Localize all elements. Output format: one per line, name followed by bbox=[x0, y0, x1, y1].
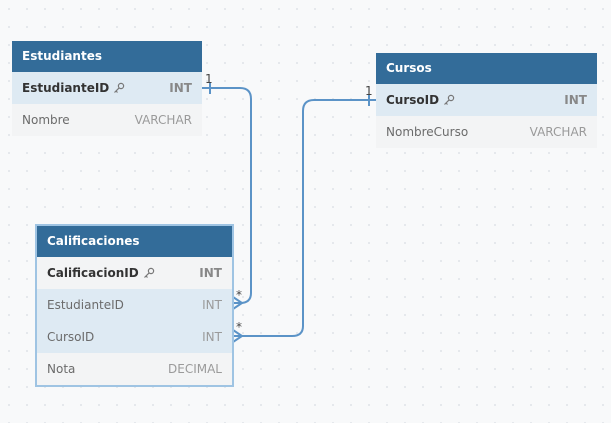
field-type: INT bbox=[202, 330, 222, 344]
key-icon bbox=[114, 82, 125, 93]
field-name: Nombre bbox=[22, 113, 70, 127]
table-calificaciones[interactable]: Calificaciones CalificacionID INT Estudi… bbox=[35, 224, 234, 387]
cardinality-one-estudiantes: 1 bbox=[205, 72, 213, 86]
field-row-nombrecurso[interactable]: NombreCurso VARCHAR bbox=[376, 116, 597, 148]
cardinality-one-cursos: 1 bbox=[365, 84, 373, 98]
cardinality-many-estudiante: * bbox=[236, 288, 242, 302]
table-cursos[interactable]: Cursos CursoID INT NombreCurso VARCHAR bbox=[376, 53, 597, 148]
field-type: INT bbox=[169, 81, 192, 95]
cardinality-many-curso: * bbox=[236, 320, 242, 334]
field-name: EstudianteID bbox=[22, 81, 110, 95]
field-type: VARCHAR bbox=[529, 125, 587, 139]
field-type: VARCHAR bbox=[134, 113, 192, 127]
relationship-line-cursos-calificaciones[interactable] bbox=[233, 99, 376, 337]
relationship-line-estudiantes-calificaciones[interactable] bbox=[202, 87, 252, 304]
table-header-calificaciones[interactable]: Calificaciones bbox=[37, 226, 232, 257]
field-type: INT bbox=[202, 298, 222, 312]
many-marker-curso-calificacion bbox=[232, 329, 244, 343]
field-type: INT bbox=[564, 93, 587, 107]
field-type: INT bbox=[199, 266, 222, 280]
field-row-nota[interactable]: Nota DECIMAL bbox=[37, 353, 232, 385]
field-name: CursoID bbox=[386, 93, 440, 107]
table-estudiantes[interactable]: Estudiantes EstudianteID INT Nombre VARC… bbox=[12, 41, 202, 136]
field-row-cursoid[interactable]: CursoID INT bbox=[376, 84, 597, 116]
field-row-nombre[interactable]: Nombre VARCHAR bbox=[12, 104, 202, 136]
many-marker-estudiante-calificacion bbox=[232, 296, 244, 310]
table-header-estudiantes[interactable]: Estudiantes bbox=[12, 41, 202, 72]
field-row-calificacionid[interactable]: CalificacionID INT bbox=[37, 257, 232, 289]
table-title: Calificaciones bbox=[47, 234, 140, 248]
field-name: EstudianteID bbox=[47, 298, 124, 312]
field-name: CursoID bbox=[47, 330, 95, 344]
field-name: CalificacionID bbox=[47, 266, 139, 280]
field-name: NombreCurso bbox=[386, 125, 469, 139]
table-title: Cursos bbox=[386, 61, 432, 75]
field-row-estudianteid-fk[interactable]: EstudianteID INT bbox=[37, 289, 232, 321]
key-icon bbox=[444, 94, 455, 105]
field-name: Nota bbox=[47, 362, 76, 376]
table-title: Estudiantes bbox=[22, 49, 102, 63]
field-row-cursoid-fk[interactable]: CursoID INT bbox=[37, 321, 232, 353]
table-header-cursos[interactable]: Cursos bbox=[376, 53, 597, 84]
field-type: DECIMAL bbox=[168, 362, 222, 376]
key-icon bbox=[143, 267, 154, 278]
field-row-estudianteid[interactable]: EstudianteID INT bbox=[12, 72, 202, 104]
